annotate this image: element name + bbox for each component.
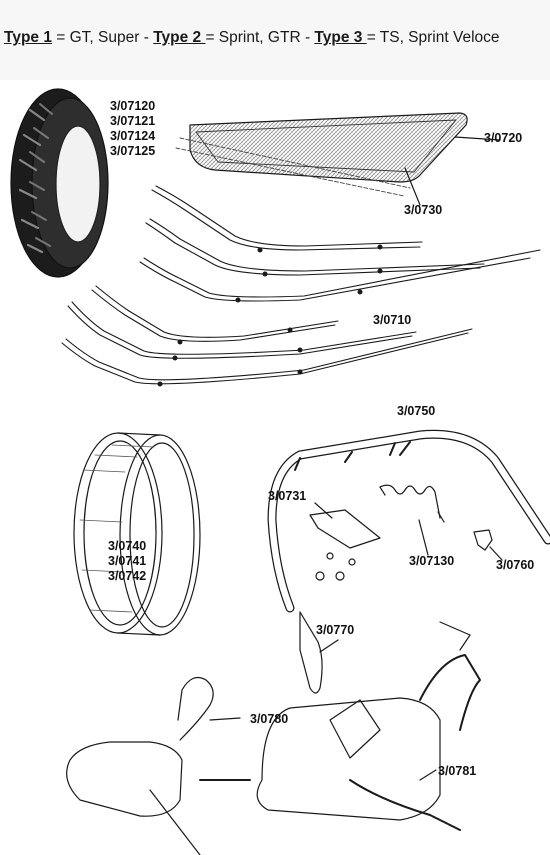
parts-diagram: 3/07120 3/07121 3/07124 3/07125 3/0720 3… (0, 80, 550, 855)
tire-drawing (10, 88, 109, 278)
label-tire-2: 3/07121 (110, 114, 156, 128)
header-bar: Type 1 = GT, Super - Type 2 = Sprint, GT… (0, 0, 550, 80)
clip-drawing (473, 529, 503, 561)
type3-desc: = TS, Sprint Veloce (366, 29, 500, 46)
label-tire: 3/07120 3/07121 3/07124 3/07125 (110, 99, 155, 159)
label-rim-2: 3/0741 (108, 554, 147, 568)
label-floor-mat: 3/0720 (484, 131, 523, 145)
label-running-boards: 3/0710 (373, 313, 412, 327)
label-rim-1: 3/0740 (108, 539, 147, 553)
label-rim-3: 3/0742 (108, 569, 147, 583)
bracket-drawing (309, 502, 381, 581)
label-exhaust-large: 3/0781 (438, 764, 477, 778)
rim-drawing (73, 432, 201, 636)
label-bracket: 3/0731 (268, 489, 307, 503)
exhaust-small-drawing (66, 677, 251, 855)
type2-desc: = Sprint, GTR - (205, 29, 315, 46)
label-bumper-bar: 3/0750 (397, 404, 436, 418)
type1-desc: = GT, Super - (51, 29, 154, 46)
label-exhaust-small: 3/0780 (250, 712, 289, 726)
label-stand-foot: 3/0770 (316, 623, 355, 637)
label-mat-strip: 3/0730 (404, 203, 443, 217)
type2-label: Type 2 (153, 29, 206, 46)
type3-label: Type 3 (314, 29, 367, 46)
bumper-bar-drawing (267, 429, 550, 613)
label-rim: 3/0740 3/0741 3/0742 (108, 539, 146, 584)
floor-mat-drawing (175, 112, 501, 206)
type1-label: Type 1 (4, 29, 52, 46)
diagram-drawing (10, 88, 550, 855)
label-spring: 3/07130 (409, 554, 455, 568)
stand-foot-drawing (299, 611, 339, 694)
label-clip: 3/0760 (496, 558, 535, 572)
running-board-strips (61, 185, 541, 387)
label-tire-1: 3/07120 (110, 99, 156, 113)
spring-drawing (379, 484, 445, 556)
label-tire-4: 3/07125 (110, 144, 156, 158)
label-tire-3: 3/07124 (110, 129, 156, 143)
exhaust-large-drawing (256, 621, 481, 831)
type-legend: Type 1 = GT, Super - Type 2 = Sprint, GT… (4, 29, 500, 47)
